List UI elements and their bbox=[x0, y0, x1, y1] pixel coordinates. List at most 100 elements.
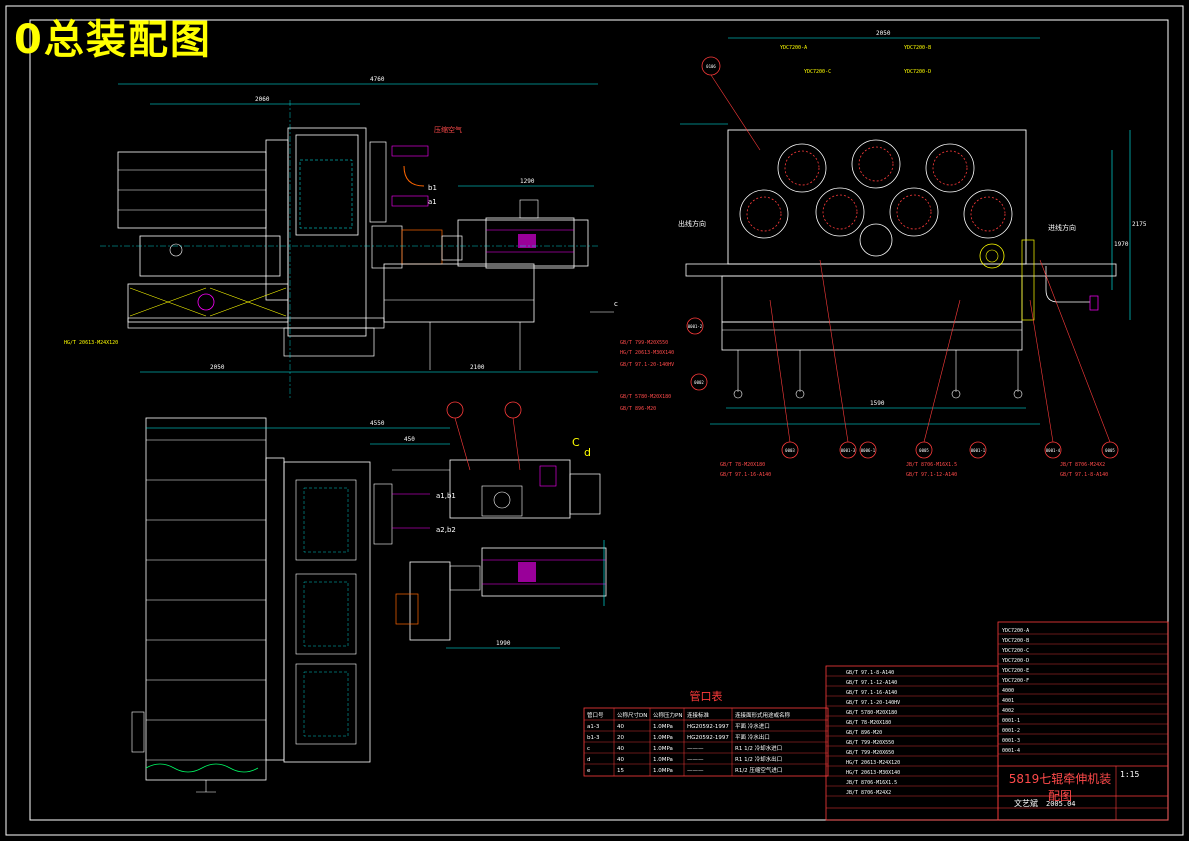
pipe-cell: 15 bbox=[617, 768, 624, 774]
parts-upper-row: YDC7200-D bbox=[1002, 658, 1029, 664]
parts-lower-row: JB/T 8706-M24X2 bbox=[846, 790, 891, 796]
front-view: 4760 2060 1290 bbox=[64, 76, 618, 400]
dim-right-width: 2050 bbox=[876, 30, 891, 37]
pipe-header-cell: 公称尺寸DN bbox=[617, 711, 647, 719]
side-red-note-4: GB/T 5780-M20X180 bbox=[620, 394, 671, 400]
parts-lower-row: GB/T 799-M20X650 bbox=[846, 750, 894, 756]
callout-label: 0003 bbox=[785, 448, 795, 453]
parts-lower-row: GB/T 97.1-8-A140 bbox=[846, 670, 894, 676]
parts-upper-row: YDC7200-B bbox=[1002, 638, 1029, 644]
side-red-note-5: GB/T 896-M20 bbox=[620, 406, 656, 412]
label-C: C bbox=[572, 436, 580, 449]
parts-upper-row: 0001-3 bbox=[1002, 738, 1020, 744]
side-view: 2050 2175 1970 bbox=[620, 30, 1147, 478]
label-b1: b1 bbox=[428, 184, 437, 192]
drawing-scale: 1:15 bbox=[1120, 770, 1140, 779]
parts-lower-row: HG/T 20613-M30X140 bbox=[846, 770, 900, 776]
parts-upper-row: 4000 bbox=[1002, 688, 1014, 694]
pipe-cell: 40 bbox=[617, 724, 624, 730]
label-in-direction: 进线方向 bbox=[1048, 223, 1076, 232]
pipe-cell: HG20592-1997 bbox=[687, 735, 729, 741]
pipe-nozzle-table: 管口号 公称尺寸DN 公称压力PN 连接标准 连接面形式用途或名称 a1-3 40 1.0MP… bbox=[583, 707, 829, 777]
side-red-note-7: GB/T 97.1-16-A140 bbox=[720, 472, 771, 478]
parts-lower-row: GB/T 78-M20X180 bbox=[846, 720, 891, 726]
pipe-header-cell: 管口号 bbox=[587, 711, 604, 719]
dim-top-right: 1290 bbox=[520, 178, 535, 185]
parts-upper-row: 0001-1 bbox=[1002, 718, 1020, 724]
dim-bottom-left: 2050 bbox=[210, 364, 225, 371]
pipe-header-cell: 公称压力PN bbox=[653, 711, 682, 719]
callout-label: 0002 bbox=[694, 380, 704, 385]
side-red-note-3: GB/T 97.1-20-140HV bbox=[620, 362, 674, 368]
pipe-cell: 40 bbox=[617, 746, 624, 752]
parts-lower-row: GB/T 799-M20X550 bbox=[846, 740, 894, 746]
dim-plan-sub: 450 bbox=[404, 436, 415, 443]
parts-lower-row: GB/T 97.1-12-A140 bbox=[846, 680, 897, 686]
parts-upper-row: 0001-2 bbox=[1002, 728, 1020, 734]
callout-label: 0005 bbox=[1105, 448, 1115, 453]
pipe-cell: 40 bbox=[617, 757, 624, 763]
label-a1: a1 bbox=[428, 198, 437, 206]
pipe-cell: 1.0MPa bbox=[653, 724, 673, 730]
pipe-cell: 平面 冷水进口 bbox=[735, 722, 770, 730]
dim-top-overall: 4760 bbox=[370, 76, 385, 83]
callout-label: 0106 bbox=[706, 64, 716, 69]
label-out-direction: 出线方向 bbox=[678, 219, 706, 228]
callout-label: 0001-1 bbox=[971, 448, 986, 453]
pipe-cell: c bbox=[587, 746, 590, 752]
dim-plan-width: 4550 bbox=[370, 420, 385, 427]
dim-plan-right: 1990 bbox=[496, 640, 511, 647]
pipe-cell: HG20592-1997 bbox=[687, 724, 729, 730]
callout-label: 0006-1 bbox=[861, 448, 876, 453]
pipe-cell: e bbox=[587, 768, 591, 774]
callout-label: 0001-4 bbox=[1046, 448, 1061, 453]
plan-view: a1,b1 a2,b2 C d 4550 450 1990 bbox=[131, 401, 607, 793]
outer-border bbox=[5, 5, 1184, 836]
parts-lower-row: GB/T 97.1-16-A140 bbox=[846, 690, 897, 696]
side-red-note-10: JB/T 8706-M24X2 bbox=[1060, 462, 1105, 468]
parts-upper-row: YDC7200-E bbox=[1002, 668, 1029, 674]
side-red-note-1: GB/T 799-M20X550 bbox=[620, 340, 668, 346]
pipe-cell: 平面 冷水出口 bbox=[735, 733, 770, 741]
pipe-cell: R1/2 压缩空气进口 bbox=[735, 766, 782, 774]
pipe-cell: ——— bbox=[687, 757, 704, 763]
pipe-cell: ——— bbox=[687, 746, 704, 752]
parts-lower-row: JB/T 8706-M16X1.5 bbox=[846, 780, 897, 786]
parts-upper-row: YDC7200-C bbox=[1002, 648, 1029, 654]
pipe-cell: ——— bbox=[687, 768, 704, 774]
side-red-note-11: GB/T 97.1-8-A140 bbox=[1060, 472, 1108, 478]
designer-name: 文艺斌 bbox=[1014, 798, 1038, 808]
parts-upper-row: 4001 bbox=[1002, 698, 1014, 704]
side-note-4: YDC7200-D bbox=[904, 69, 931, 75]
label-a1b1: a1,b1 bbox=[436, 492, 456, 500]
side-note-3: YDC7200-C bbox=[804, 69, 831, 75]
side-note-2: YDC7200-B bbox=[904, 45, 931, 51]
parts-lower-row: GB/T 97.1-20-140HV bbox=[846, 700, 900, 706]
parts-lower-row: GB/T 896-M20 bbox=[846, 730, 882, 736]
pipe-header-cell: 连接面形式用途或名称 bbox=[735, 711, 791, 719]
pipe-cell: a1-3 bbox=[587, 724, 600, 730]
pipe-cell: R1 1/2 冷却水进口 bbox=[735, 744, 782, 752]
pipe-cell: R1 1/2 冷却水出口 bbox=[735, 755, 782, 763]
label-a2b2: a2,b2 bbox=[436, 526, 456, 534]
label-c: c bbox=[614, 300, 618, 308]
dim-right-height: 2175 bbox=[1132, 221, 1147, 228]
drawing-name: 5819七辊牵伸机装配图 bbox=[1008, 772, 1112, 803]
parts-upper-row: 4002 bbox=[1002, 708, 1014, 714]
pipe-cell: d bbox=[587, 757, 591, 763]
pipe-cell: 1.0MPa bbox=[653, 768, 673, 774]
side-red-note-9: GB/T 97.1-12-A140 bbox=[906, 472, 957, 478]
parts-lower-row: HG/T 20613-M24X120 bbox=[846, 760, 900, 766]
pipe-cell: b1-3 bbox=[587, 735, 600, 741]
drawing-title-overlay: 0总装配图 bbox=[14, 17, 212, 63]
parts-lower-row: GB/T 5780-M20X180 bbox=[846, 710, 897, 716]
dim-top-left: 2060 bbox=[255, 96, 270, 103]
pipe-cell: 1.0MPa bbox=[653, 746, 673, 752]
front-note: HG/T 20613-M24X120 bbox=[64, 340, 118, 346]
dim-right-h2: 1970 bbox=[1114, 241, 1129, 248]
side-red-note-8: JB/T 8706-M16X1.5 bbox=[906, 462, 957, 468]
callout-label: 0001-2 bbox=[688, 324, 703, 329]
side-note-1: YDC7200-A bbox=[780, 45, 807, 51]
pipe-header-cell: 连接标准 bbox=[687, 711, 710, 719]
callout-label: 0005 bbox=[919, 448, 929, 453]
